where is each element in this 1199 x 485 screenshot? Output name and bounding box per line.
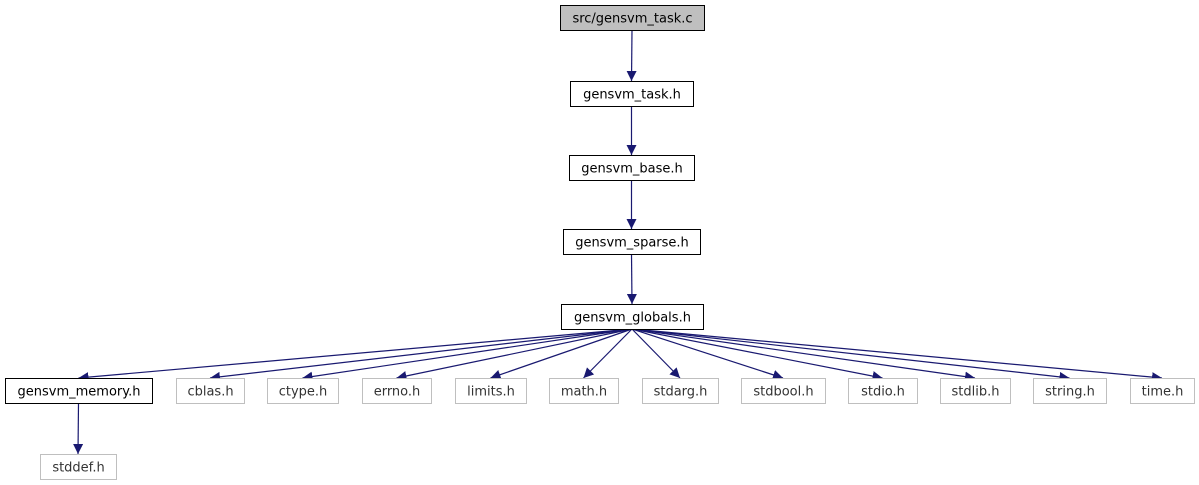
node-box	[642, 378, 719, 404]
node-cblas-h: cblas.h	[176, 378, 245, 404]
node-time-h: time.h	[1130, 378, 1195, 404]
node-limits-h: limits.h	[455, 378, 527, 404]
node-label: math.h	[561, 385, 607, 400]
node-gensvm-sparse-h[interactable]: gensvm_sparse.h	[563, 229, 701, 255]
edge-gensvm-globals-h-to-stdlib-h	[631, 328, 976, 382]
edge-src-gensvm-task-c-to-gensvm-task-h	[626, 29, 637, 82]
edge-gensvm-globals-h-to-stdarg-h	[631, 328, 681, 379]
node-gensvm-base-h[interactable]: gensvm_base.h	[569, 155, 695, 181]
node-gensvm-globals-h[interactable]: gensvm_globals.h	[561, 304, 704, 330]
node-stdlib-h: stdlib.h	[940, 378, 1011, 404]
node-label: stdio.h	[861, 385, 905, 400]
node-stdio-h: stdio.h	[848, 378, 918, 404]
edge-gensvm-globals-h-to-string-h	[631, 328, 1070, 382]
node-box	[267, 378, 339, 404]
node-box	[176, 378, 245, 404]
edge-gensvm-globals-h-to-gensvm-memory-h	[78, 328, 633, 383]
nodes-layer: src/gensvm_task.c gensvm_task.h gensvm_bas…	[5, 5, 1195, 480]
node-label: time.h	[1142, 385, 1184, 400]
node-box	[1130, 378, 1195, 404]
node-label: src/gensvm_task.c	[572, 12, 692, 27]
node-box	[5, 378, 153, 404]
node-ctype-h: ctype.h	[267, 378, 339, 404]
node-label: ctype.h	[279, 385, 328, 400]
node-math-h: math.h	[549, 378, 619, 404]
edges-layer	[73, 29, 1163, 455]
node-label: gensvm_globals.h	[574, 311, 691, 326]
node-box	[569, 155, 695, 181]
node-box	[549, 378, 619, 404]
node-box	[560, 5, 705, 31]
node-box	[563, 229, 701, 255]
node-label: limits.h	[467, 385, 515, 400]
edge-gensvm-sparse-h-to-gensvm-globals-h	[626, 253, 637, 305]
node-label: stdlib.h	[952, 385, 1000, 400]
node-label: gensvm_task.h	[583, 88, 681, 103]
node-label: stdarg.h	[654, 385, 708, 400]
node-errno-h: errno.h	[362, 378, 432, 404]
node-box	[940, 378, 1011, 404]
node-label: stddef.h	[52, 461, 104, 476]
node-label: gensvm_sparse.h	[575, 236, 689, 251]
node-label: gensvm_base.h	[581, 162, 682, 177]
edge-gensvm-memory-h-to-stddef-h	[73, 402, 84, 455]
node-box	[741, 378, 826, 404]
edge-gensvm-globals-h-to-stdbool-h	[631, 328, 784, 380]
node-label: string.h	[1045, 385, 1095, 400]
node-string-h: string.h	[1033, 378, 1107, 404]
edge-gensvm-globals-h-to-math-h	[583, 328, 633, 379]
node-label: errno.h	[374, 385, 421, 400]
node-stdbool-h: stdbool.h	[741, 378, 826, 404]
node-box	[570, 81, 694, 107]
edge-gensvm-globals-h-to-errno-h	[396, 328, 633, 381]
node-src-gensvm-task-c[interactable]: src/gensvm_task.c	[560, 5, 705, 31]
edge-gensvm-globals-h-to-ctype-h	[302, 328, 633, 382]
edge-gensvm-globals-h-to-cblas-h	[209, 328, 633, 382]
node-label: cblas.h	[187, 385, 233, 400]
node-stdarg-h: stdarg.h	[642, 378, 719, 404]
node-box	[362, 378, 432, 404]
node-box	[1033, 378, 1107, 404]
node-label: stdbool.h	[753, 385, 813, 400]
node-box	[40, 454, 117, 480]
node-box	[561, 304, 704, 330]
node-label: gensvm_memory.h	[18, 385, 141, 400]
edge-gensvm-globals-h-to-stdio-h	[631, 328, 883, 381]
node-box	[455, 378, 527, 404]
node-gensvm-memory-h[interactable]: gensvm_memory.h	[5, 378, 153, 404]
node-gensvm-task-h[interactable]: gensvm_task.h	[570, 81, 694, 107]
node-stddef-h: stddef.h	[40, 454, 117, 480]
node-box	[848, 378, 918, 404]
edge-gensvm-globals-h-to-time-h	[631, 328, 1163, 383]
edge-gensvm-globals-h-to-limits-h	[490, 328, 633, 380]
